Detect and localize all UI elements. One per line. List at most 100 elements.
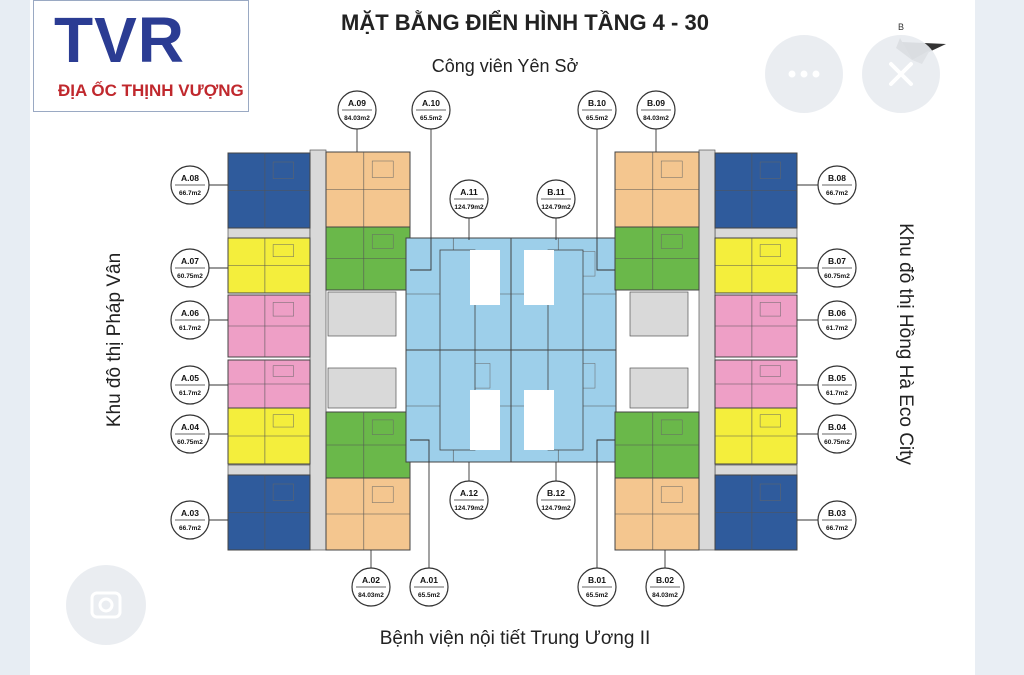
core-area — [698, 149, 716, 551]
unit-block-a-02 — [325, 477, 411, 551]
unit-code: B.09 — [647, 98, 665, 108]
unit-area: 61.7m2 — [179, 325, 201, 332]
unit-code: A.02 — [362, 575, 380, 585]
unit-area: 84.03m2 — [344, 115, 370, 122]
surrounding-right: Khu đô thị Hồng Hà Eco City — [895, 223, 916, 465]
unit-block-a-08 — [227, 152, 311, 229]
background-right — [974, 0, 1024, 675]
unit-badge-a-11: A.11 124.79m2 — [449, 179, 489, 219]
unit-block-b-08 — [714, 152, 798, 229]
more-button[interactable] — [765, 35, 843, 113]
unit-area: 65.5m2 — [586, 115, 608, 122]
unit-code: B.06 — [828, 308, 846, 318]
unit-code: B.04 — [828, 422, 846, 432]
unit-badge-a-04: A.04 60.75m2 — [170, 414, 210, 454]
unit-code: B.07 — [828, 256, 846, 266]
unit-area: 65.5m2 — [586, 592, 608, 599]
unit-code: B.11 — [547, 187, 565, 197]
visual-search-button[interactable] — [66, 565, 146, 645]
unit-area: 124.79m2 — [454, 204, 484, 211]
unit-code: B.10 — [588, 98, 606, 108]
leader-line — [596, 439, 615, 568]
unit-code: A.05 — [181, 373, 199, 383]
unit-code: B.02 — [656, 575, 674, 585]
unit-area: 66.7m2 — [826, 190, 848, 197]
core-area — [327, 291, 397, 337]
surrounding-top: Công viên Yên Sở — [431, 56, 579, 76]
unit-code: A.08 — [181, 173, 199, 183]
core-area — [327, 367, 397, 409]
logo-main-text: TVR — [54, 4, 185, 76]
unit-block-a-09 — [325, 151, 411, 228]
light-well — [470, 390, 500, 450]
unit-badge-b-09: B.09 84.03m2 — [636, 90, 676, 130]
unit-block-b-03 — [714, 474, 798, 551]
unit-area: 61.7m2 — [179, 390, 201, 397]
unit-area: 60.75m2 — [177, 439, 203, 446]
unit-code: A.09 — [348, 98, 366, 108]
light-well — [524, 390, 554, 450]
unit-area: 60.75m2 — [824, 273, 850, 280]
more-horizontal-icon — [788, 70, 820, 78]
unit-block-a-04 — [227, 407, 311, 465]
leader-lines — [209, 129, 818, 568]
unit-block-a-05 — [227, 359, 311, 409]
tvr-logo: TVR ĐỊA ỐC THỊNH VƯỢNG — [33, 0, 249, 112]
unit-area: 60.75m2 — [177, 273, 203, 280]
unit-block-b-04 — [714, 407, 798, 465]
background-left — [0, 0, 30, 675]
unit-badge-b-07: B.07 60.75m2 — [817, 248, 857, 288]
unit-area: 60.75m2 — [824, 439, 850, 446]
unit-area: 66.7m2 — [179, 525, 201, 532]
unit-badge-a-03: A.03 66.7m2 — [170, 500, 210, 540]
core-area — [629, 367, 689, 409]
unit-area: 84.03m2 — [643, 115, 669, 122]
unit-code: B.08 — [828, 173, 846, 183]
unit-block-b-05 — [714, 359, 798, 409]
close-button[interactable] — [862, 35, 940, 113]
unit-block-b-10 — [614, 226, 700, 291]
close-icon — [889, 62, 913, 86]
unit-badge-b-04: B.04 60.75m2 — [817, 414, 857, 454]
unit-code: B.12 — [547, 488, 565, 498]
leader-line — [410, 129, 432, 271]
unit-area: 65.5m2 — [418, 592, 440, 599]
unit-code: A.11 — [460, 187, 478, 197]
unit-block-b-01 — [614, 411, 700, 479]
unit-badge-a-12: A.12 124.79m2 — [449, 480, 489, 520]
unit-block-a-06 — [227, 294, 311, 358]
unit-block-a-03 — [227, 474, 311, 551]
unit-block-a-01 — [325, 411, 411, 479]
unit-block-a-07 — [227, 237, 311, 294]
logo-sub-text: ĐỊA ỐC THỊNH VƯỢNG — [58, 81, 244, 100]
unit-area: 124.79m2 — [454, 505, 484, 512]
unit-block-b-02 — [614, 477, 700, 551]
apartment-blocks — [227, 149, 798, 551]
unit-code: A.12 — [460, 488, 478, 498]
unit-code: B.05 — [828, 373, 846, 383]
unit-code: A.03 — [181, 508, 199, 518]
unit-badge-b-08: B.08 66.7m2 — [817, 165, 857, 205]
unit-area: 66.7m2 — [179, 190, 201, 197]
unit-block-a-10 — [325, 226, 411, 291]
unit-code: A.04 — [181, 422, 199, 432]
surrounding-bottom: Bệnh viện nội tiết Trung Ương II — [379, 628, 651, 649]
page-title: MẶT BẰNG ĐIỂN HÌNH TẦNG 4 - 30 — [341, 10, 709, 35]
light-well — [470, 250, 500, 305]
unit-area: 65.5m2 — [420, 115, 442, 122]
unit-block-b-09 — [614, 151, 700, 228]
visual-search-icon — [90, 591, 122, 619]
unit-labels: A.0866.7m2A.0760.75m2A.0661.7m2A.0561.7m… — [170, 90, 857, 607]
core-area — [629, 291, 689, 337]
leader-line — [596, 129, 615, 271]
